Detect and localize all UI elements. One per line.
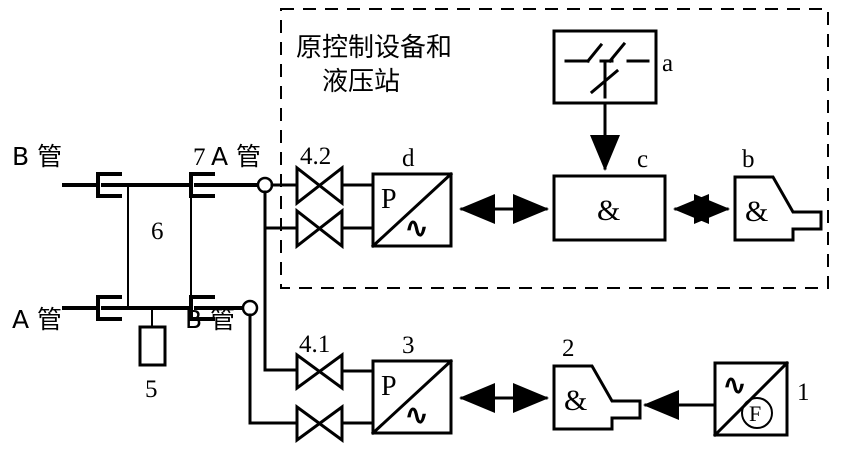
switch-stem-slash: [589, 68, 620, 95]
converter-d-diagonal: [370, 171, 454, 249]
converter-d-input-symbol: P: [381, 184, 397, 215]
valve-4-1-upper-body: [295, 352, 344, 391]
logic-block-2-symbol: &: [564, 384, 587, 417]
logic-block-2-body: [552, 364, 642, 431]
drain-5-body: [138, 325, 167, 367]
switch-block-a-label: a: [662, 50, 673, 77]
logic-block-c-symbol: &: [597, 194, 620, 227]
branch-upper-node-to-valve41-top: [263, 190, 298, 372]
original-equipment-enclosure: [280, 8, 829, 289]
flange-lower-left-bracket: [96, 295, 122, 321]
converter-d: P ∿ d: [370, 145, 454, 249]
flow-meter-1-bottom-symbol: F: [749, 401, 761, 426]
logic-block-b-body: [733, 175, 823, 242]
flange-upper-right: [189, 172, 224, 198]
converter-3-label: 3: [402, 332, 415, 359]
junction-node-upper: [256, 176, 274, 194]
label-node-7: 7: [193, 144, 206, 171]
label-top-left-pipe: B 管: [12, 142, 62, 171]
converter-d-output-symbol: ∿: [404, 211, 429, 246]
flow-meter-1: ∿ F 1: [712, 360, 810, 438]
valve-4-1-label: 4.1: [299, 331, 330, 358]
converter-d-label: d: [402, 145, 415, 172]
logic-block-2: & 2: [552, 335, 642, 431]
flange-upper-left-bracket: [96, 172, 122, 198]
valve-4-2: 4.2: [295, 143, 375, 250]
converter-3: P ∿ 3: [370, 332, 454, 436]
valve-4-2-label: 4.2: [300, 143, 331, 170]
label-bottom-left-pipe: A 管: [12, 305, 62, 334]
converter-3-input-symbol: P: [381, 371, 397, 402]
drain-5: 5: [138, 307, 167, 403]
vessel-6-label: 6: [151, 218, 164, 245]
converter-3-output-symbol: ∿: [404, 398, 429, 433]
enclosure-title-line1: 原控制设备和: [296, 33, 452, 63]
switch-contact-middle-blade: [607, 41, 627, 64]
enclosure-dashed-border: [280, 8, 829, 289]
logic-block-b-label: b: [742, 146, 755, 173]
junction-node-lower: [241, 299, 259, 317]
flow-meter-1-top-symbol: ∿: [722, 368, 747, 403]
logic-block-b: & b: [733, 146, 823, 242]
valve-4-2-upper-body: [295, 164, 344, 207]
label-bottom-right-pipe: B 管: [185, 305, 235, 334]
logic-block-2-label: 2: [562, 335, 575, 362]
flow-meter-1-label: 1: [797, 379, 810, 406]
logic-block-b-symbol: &: [745, 195, 768, 228]
vessel-6: 6: [127, 184, 192, 309]
branch-lower-node-to-valve41-bottom: [248, 313, 298, 425]
enclosure-title: 原控制设备和 液压站: [296, 33, 452, 97]
logic-block-c: & c: [552, 146, 667, 242]
logic-block-c-body: [552, 174, 667, 242]
branch-routing: [248, 183, 298, 425]
valve-4-2-lower-body: [295, 207, 344, 250]
switch-contact-left-blade: [585, 42, 604, 64]
logic-block-c-label: c: [637, 146, 648, 173]
enclosure-title-line2: 液压站: [322, 67, 400, 97]
pipe-labels: B 管 7 A 管 A 管 B 管: [12, 142, 261, 334]
valve-4-1: 4.1: [295, 331, 375, 443]
switch-block-a: a: [552, 29, 673, 105]
drain-5-label: 5: [145, 376, 158, 403]
valve-4-1-lower-body: [295, 404, 344, 443]
converter-3-diagonal: [370, 358, 454, 436]
label-top-right-pipe: A 管: [211, 142, 261, 171]
flow-meter-1-circle: [741, 397, 773, 429]
